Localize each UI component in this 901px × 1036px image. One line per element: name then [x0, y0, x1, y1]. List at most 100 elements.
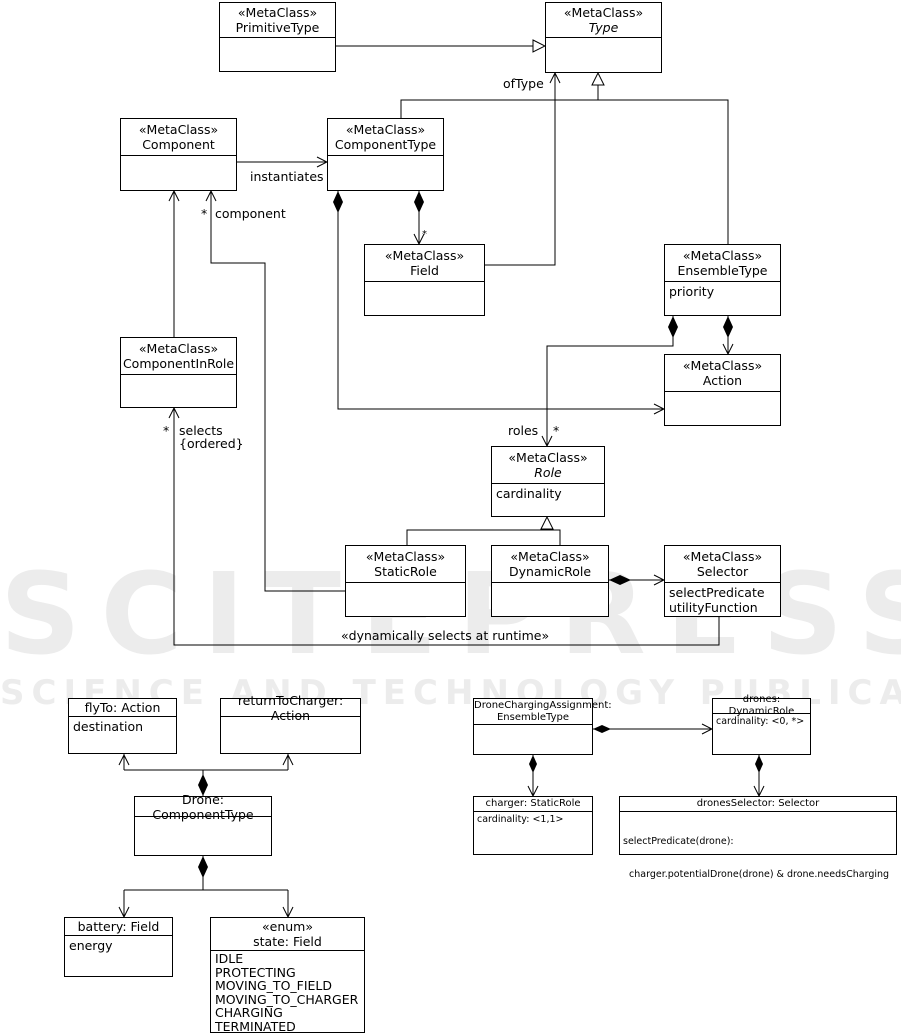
object-name: dronesSelector: Selector — [696, 798, 820, 809]
object-name: DroneChargingAssignment: — [474, 699, 612, 711]
object-name: state: Field — [253, 934, 322, 949]
composition-roles — [547, 316, 673, 446]
class-component-type: «MetaClass» ComponentType — [327, 118, 444, 191]
generalization-roles — [406, 517, 560, 545]
enum-literal: TERMINATED — [215, 1018, 296, 1034]
attribute: cardinality: <0, *> — [716, 716, 805, 727]
class-name: EnsembleType — [677, 263, 768, 278]
object-drones-selector: dronesSelector: Selector selectPredicate… — [619, 796, 897, 880]
class-name: ComponentType — [334, 137, 437, 152]
attribute: selectPredicate(drone): — [623, 836, 734, 847]
stereotype: «MetaClass» — [510, 549, 590, 564]
enum-literal: MOVING_TO_FIELD — [215, 978, 333, 993]
label-roles: roles — [508, 423, 539, 438]
class-dynamic-role: «MetaClass» DynamicRole — [491, 545, 609, 617]
stereotype: «MetaClass» — [563, 5, 644, 20]
stereotype: «MetaClass» — [682, 358, 763, 373]
attributes: selectPredicate utilityFunction — [665, 583, 780, 617]
label-selects: selects — [179, 423, 223, 438]
label-ordered: {ordered} — [179, 436, 244, 451]
stereotype: «MetaClass» — [237, 5, 318, 20]
label-dynamic-selects: «dynamically selects at runtime» — [341, 628, 550, 643]
class-name: Action — [702, 373, 743, 388]
object-name: charger: StaticRole — [485, 798, 581, 809]
class-action: «MetaClass» Action — [664, 354, 781, 426]
enum-literal: PROTECTING — [215, 964, 296, 980]
assoc-of-type — [485, 73, 555, 266]
object-drones-role: drones: DynamicRole cardinality: <0, *> — [712, 694, 811, 755]
enum-literals: IDLE PROTECTING MOVING_TO_FIELD MOVING_T… — [211, 951, 364, 1035]
attributes: cardinality: <1,1> — [474, 812, 592, 827]
object-drone: Drone: ComponentType — [134, 792, 272, 856]
class-selector: «MetaClass» Selector selectPredicate uti… — [664, 545, 781, 617]
class-name: Type — [588, 20, 619, 35]
class-name: PrimitiveType — [235, 20, 320, 35]
object-drone-charging-assignment: DroneChargingAssignment: EnsembleType — [473, 698, 612, 755]
label-field-mult: * — [422, 229, 427, 240]
class-name: Component — [142, 137, 215, 152]
attributes: selectPredicate(drone): charger.potentia… — [620, 812, 896, 904]
attribute: destination — [73, 719, 144, 734]
class-name: ComponentInRole — [122, 356, 235, 371]
object-name: Drone: ComponentType — [152, 791, 254, 822]
object-name: battery: Field — [77, 919, 160, 934]
class-name: Role — [534, 465, 562, 480]
attribute: energy — [69, 938, 113, 953]
class-primitive-type: «MetaClass» PrimitiveType — [219, 2, 336, 72]
stereotype: «MetaClass» — [508, 450, 588, 465]
class-name: DynamicRole — [508, 564, 592, 579]
attribute: priority — [669, 284, 715, 299]
attributes: cardinality — [492, 484, 604, 503]
class-name: Field — [410, 263, 439, 278]
class-static-role: «MetaClass» StaticRole — [345, 545, 466, 617]
enum-literal: CHARGING — [215, 1005, 283, 1020]
object-fly-to: flyTo: Action destination — [68, 698, 177, 754]
assoc-staticrole-component — [211, 191, 345, 592]
class-type: «MetaClass» Type — [545, 2, 662, 73]
attribute: cardinality — [496, 486, 562, 501]
stereotype: «enum» — [261, 919, 313, 934]
attributes: cardinality: <0, *> — [713, 714, 810, 729]
enum-literal: MOVING_TO_CHARGER — [215, 991, 359, 1007]
attribute: utilityFunction — [669, 600, 758, 615]
label-component: component — [215, 206, 286, 221]
class-role: «MetaClass» Role cardinality — [491, 446, 605, 517]
stereotype: «MetaClass» — [682, 248, 763, 263]
attribute: selectPredicate — [669, 585, 765, 600]
attributes: destination — [69, 717, 176, 736]
object-battery: battery: Field energy — [64, 917, 173, 977]
label-roles-mult: * — [553, 423, 560, 438]
stereotype: «MetaClass» — [682, 549, 763, 564]
object-name: drones: DynamicRole — [728, 694, 795, 717]
stereotype: «MetaClass» — [345, 122, 426, 137]
assoc-dynamic-selects — [174, 408, 720, 646]
class-component-in-role: «MetaClass» ComponentInRole — [120, 337, 237, 408]
attributes: energy — [65, 936, 172, 955]
class-component: «MetaClass» Component — [120, 118, 237, 191]
object-name: flyTo: Action — [84, 700, 161, 715]
object-name: returnToCharger: Action — [237, 692, 344, 723]
class-name: StaticRole — [374, 564, 437, 579]
class-name: Selector — [696, 564, 749, 579]
object-state: «enum» state: Field IDLE PROTECTING MOVI… — [210, 917, 365, 1033]
label-selects-mult: * — [163, 423, 170, 438]
stereotype: «MetaClass» — [138, 122, 219, 137]
attributes: priority — [665, 282, 780, 301]
object-return-to-charger: returnToCharger: Action — [220, 693, 361, 754]
stereotype: «MetaClass» — [365, 549, 446, 564]
object-type: EnsembleType — [496, 711, 569, 723]
class-ensemble-type: «MetaClass» EnsembleType priority — [664, 244, 781, 316]
label-instantiates: instantiates — [250, 169, 324, 184]
stereotype: «MetaClass» — [138, 341, 219, 356]
object-charger-role: charger: StaticRole cardinality: <1,1> — [473, 796, 593, 855]
label-of-type: ofType — [503, 76, 544, 91]
stereotype: «MetaClass» — [384, 248, 465, 263]
label-component-mult: * — [201, 206, 208, 221]
generalization-componenttype-ensembletype — [400, 73, 729, 244]
enum-literal: IDLE — [215, 951, 244, 966]
composition-drone-fields — [123, 856, 289, 917]
attribute: charger.potentialDrone(drone) & drone.ne… — [623, 869, 890, 880]
composition-drone-actions — [123, 754, 289, 796]
